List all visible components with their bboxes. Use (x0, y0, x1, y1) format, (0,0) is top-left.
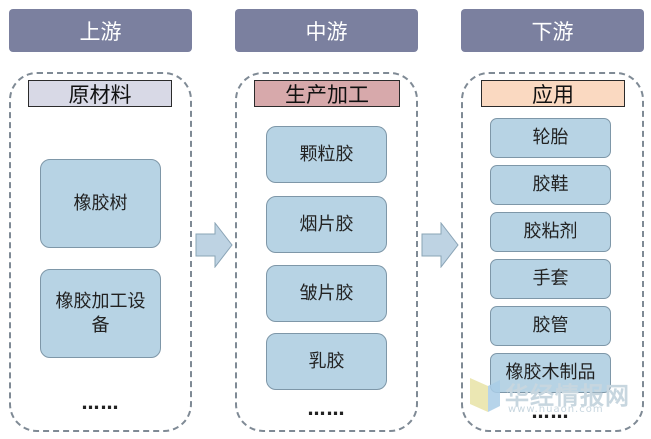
right-arrow-icon (421, 222, 459, 268)
midstream-node-granule-rubber: 颗粒胶 (266, 126, 387, 183)
watermark-subtext: www.huaon.com (508, 404, 604, 415)
midstream-node-latex: 乳胶 (266, 333, 387, 390)
midstream-section-label: 生产加工 (254, 80, 400, 107)
downstream-section-label: 应用 (481, 80, 625, 107)
downstream-node-tire: 轮胎 (490, 118, 611, 158)
upstream-node-rubber-tree: 橡胶树 (40, 159, 161, 248)
midstream-header: 中游 (235, 9, 418, 52)
downstream-node-hose: 胶管 (490, 306, 611, 346)
midstream-ellipsis: …… (307, 399, 346, 420)
downstream-node-rubber-shoes: 胶鞋 (490, 165, 611, 205)
huaon-logo-icon (470, 378, 500, 412)
downstream-node-gloves: 手套 (490, 259, 611, 299)
midstream-node-crepe-rubber: 皱片胶 (266, 265, 387, 322)
upstream-ellipsis: …… (81, 393, 120, 414)
downstream-header: 下游 (461, 9, 644, 52)
watermark-text: 华经情报网 (505, 382, 630, 410)
upstream-node-label: 橡胶加工设备 (55, 290, 146, 336)
downstream-node-rubberwood-products: 橡胶木制品 (490, 353, 611, 393)
downstream-node-adhesive: 胶粘剂 (490, 212, 611, 252)
downstream-ellipsis: …… (531, 402, 570, 423)
upstream-header: 上游 (9, 9, 192, 52)
midstream-node-smoked-sheet: 烟片胶 (266, 196, 387, 253)
right-arrow-icon (195, 222, 233, 268)
upstream-panel (9, 72, 192, 432)
upstream-node-processing-equipment: 橡胶加工设备 (40, 269, 161, 358)
upstream-section-label: 原材料 (28, 80, 172, 107)
